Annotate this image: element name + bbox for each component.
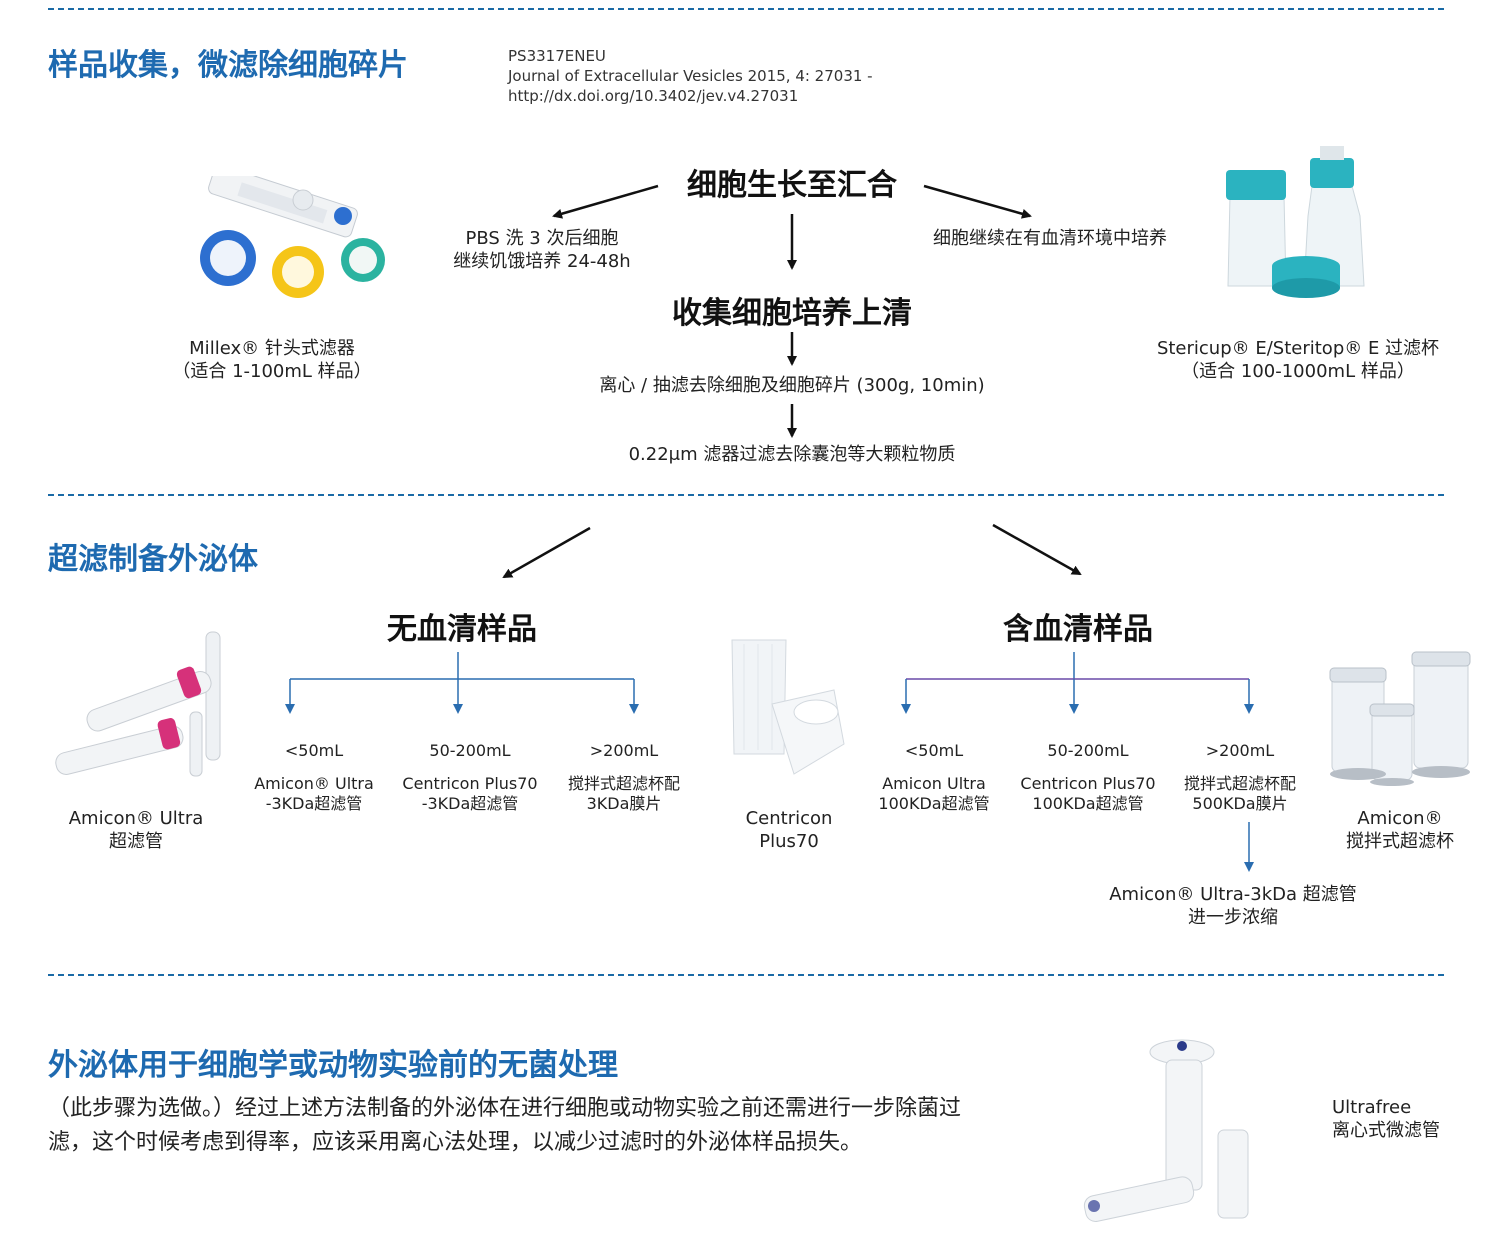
arrow-to-starvation (552, 184, 659, 219)
flow-centrifuge: 离心 / 抽滤去除细胞及细胞碎片 (300g, 10min) (599, 375, 985, 396)
section-title-ultrafiltration: 超滤制备外泌体 (48, 542, 258, 577)
serum-free-title: 无血清样品 (387, 612, 537, 647)
millex-syringe-filter-image (188, 164, 398, 310)
reference-doi[interactable]: http://dx.doi.org/10.3402/jev.v4.27031 (508, 87, 799, 105)
ultrafree-tube-image (1070, 1036, 1270, 1250)
reference-journal: Journal of Extracellular Vesicles 2015, … (508, 67, 873, 85)
serum-free-range-2: 50-200mL (429, 741, 511, 760)
flow-filter: 0.22μm 滤器过滤去除囊泡等大颗粒物质 (628, 444, 956, 465)
separator-top (48, 8, 1444, 10)
arrow-to-serum (992, 523, 1082, 576)
sterile-paragraph: （此步骤为选做。）经过上述方法制备的外泌体在进行细胞或动物实验之前还需进行一步除… (48, 1096, 962, 1155)
serum-free-bracket (285, 652, 639, 714)
ultrafree-caption: Ultrafree 离心式微滤管 (1332, 1097, 1440, 1141)
millex-caption: Millex® 针头式滤器 （适合 1-100mL 样品） (172, 338, 372, 382)
further-concentration: Amicon® Ultra-3kDa 超滤管 进一步浓缩 (1109, 884, 1357, 928)
stirred-cell-caption: Amicon® 搅拌式超滤杯 (1346, 808, 1454, 852)
serum-free-option-1: Amicon® Ultra -3KDa超滤管 (254, 774, 374, 813)
serum-option-3: 搅拌式超滤杯配 500KDa膜片 (1183, 774, 1297, 813)
reference-code: PS3317ENEU (508, 47, 606, 65)
serum-free-option-3: 搅拌式超滤杯配 3KDa膜片 (567, 774, 681, 813)
flow-starvation: PBS 洗 3 次后细胞 继续饥饿培养 24-48h (453, 228, 631, 272)
serum-range-1: <50mL (904, 741, 964, 760)
amicon-ultra-tubes-image (44, 622, 234, 786)
centricon-caption: Centricon Plus70 (745, 808, 833, 852)
reference-block: PS3317ENEU Journal of Extracellular Vesi… (508, 46, 873, 106)
separator-1 (48, 494, 1444, 496)
stericup-filter-image (1222, 146, 1382, 312)
serum-option-2: Centricon Plus70 100KDa超滤管 (1020, 774, 1156, 813)
flow-collect-supernatant: 收集细胞培养上清 (672, 296, 912, 331)
section-title-sample-collection: 样品收集，微滤除细胞碎片 (48, 48, 408, 83)
serum-free-range-3: >200mL (589, 741, 659, 760)
serum-range-3: >200mL (1205, 741, 1275, 760)
centricon-plus70-image (724, 634, 854, 798)
section-title-sterile-processing: 外泌体用于细胞学或动物实验前的无菌处理 (48, 1048, 618, 1083)
serum-free-range-1: <50mL (284, 741, 344, 760)
flow-serum-culture: 细胞继续在有血清环境中培养 (933, 228, 1167, 249)
arrow-to-serum-free (502, 526, 591, 579)
serum-range-2: 50-200mL (1047, 741, 1129, 760)
flow-cell-growth: 细胞生长至汇合 (687, 168, 897, 203)
arrow-to-serum-culture (923, 184, 1032, 219)
amicon-stirred-cell-image (1326, 650, 1472, 790)
amicon-ultra-caption: Amicon® Ultra 超滤管 (68, 808, 204, 852)
serum-option-1: Amicon Ultra 100KDa超滤管 (878, 774, 990, 813)
serum-title: 含血清样品 (1003, 612, 1153, 647)
stericup-caption: Stericup® E/Steritop® E 过滤杯 （适合 100-1000… (1156, 338, 1440, 382)
serum-bracket (901, 652, 1254, 872)
serum-free-option-2: Centricon Plus70 -3KDa超滤管 (402, 774, 538, 813)
separator-2 (48, 974, 1444, 976)
